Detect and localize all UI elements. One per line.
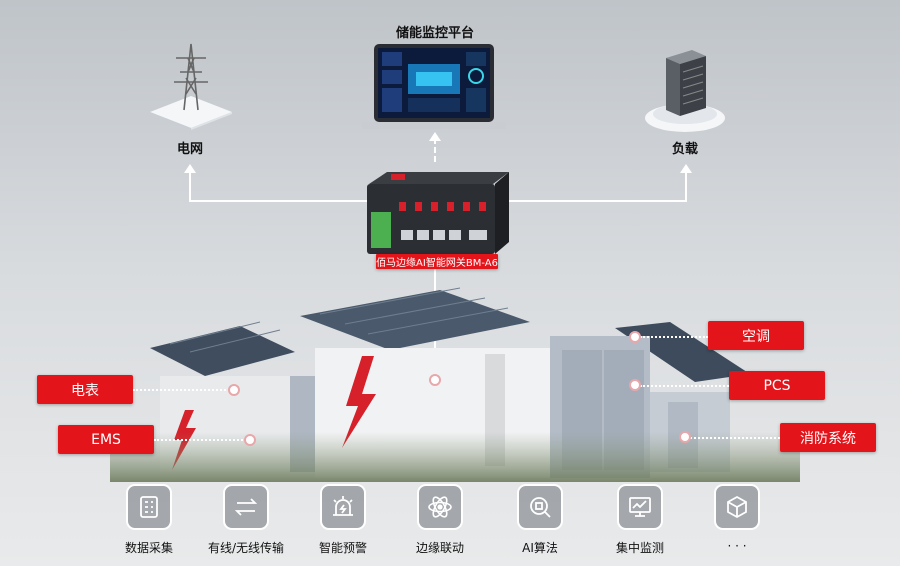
server-illustration xyxy=(640,44,730,136)
energy-storage-scene xyxy=(110,282,800,482)
feature-data-collect[interactable]: 数据采集 xyxy=(104,484,194,556)
ems-callout: EMS xyxy=(58,425,154,454)
feature-label: 数据采集 xyxy=(124,541,173,555)
gateway-label: 佰马边缘AI智能网关BM-A6 xyxy=(376,254,498,269)
pcs-callout: PCS xyxy=(729,371,825,400)
ac-callout: 空调 xyxy=(708,321,804,350)
load-arrow-icon xyxy=(680,164,692,173)
ac-leader-line xyxy=(640,336,708,338)
feature-alarm[interactable]: 智能预警 xyxy=(298,484,388,556)
feature-label: 边缘联动 xyxy=(415,541,464,555)
power-tower-illustration xyxy=(148,38,234,130)
load-link-line xyxy=(685,172,687,202)
laptop-illustration xyxy=(360,40,508,132)
meter-hotspot[interactable] xyxy=(228,384,240,396)
data-collect-icon xyxy=(126,484,172,530)
feature-edge-link[interactable]: 边缘联动 xyxy=(395,484,485,556)
meter-leader-line xyxy=(133,389,233,391)
feature-label: 智能预警 xyxy=(318,541,367,555)
pcs-leader-line xyxy=(640,385,729,387)
gateway-hotspot[interactable] xyxy=(429,374,441,386)
fire-system-leader-line xyxy=(690,437,780,439)
feature-label: AI算法 xyxy=(522,541,558,555)
feature-monitor[interactable]: 集中监测 xyxy=(595,484,685,556)
meter-callout: 电表 xyxy=(37,375,133,404)
feature-more[interactable]: · · · xyxy=(692,484,782,553)
feature-transfer[interactable]: 有线/无线传输 xyxy=(201,484,291,556)
load-label: 负载 xyxy=(671,142,698,157)
monitor-icon xyxy=(617,484,663,530)
alarm-icon xyxy=(320,484,366,530)
platform-arrow-icon xyxy=(429,132,441,141)
fire-system-callout: 消防系统 xyxy=(780,423,876,452)
platform-link-line xyxy=(434,138,436,162)
feature-label: 集中监测 xyxy=(615,541,664,555)
ems-hotspot[interactable] xyxy=(244,434,256,446)
ac-hotspot[interactable] xyxy=(629,331,641,343)
edge-link-icon xyxy=(417,484,463,530)
ems-leader-line xyxy=(154,439,246,441)
transfer-icon xyxy=(223,484,269,530)
feature-label: · · · xyxy=(727,539,747,553)
grid-label: 电网 xyxy=(176,142,203,157)
gateway-device xyxy=(361,168,517,256)
platform-title: 储能监控平台 xyxy=(395,26,474,41)
grid-arrow-icon xyxy=(184,164,196,173)
feature-label: 有线/无线传输 xyxy=(207,541,285,555)
ai-chip-icon xyxy=(517,484,563,530)
cube-icon xyxy=(714,484,760,530)
feature-ai[interactable]: AI算法 xyxy=(495,484,585,556)
pcs-hotspot[interactable] xyxy=(629,379,641,391)
grid-link-line xyxy=(189,172,191,202)
fire-system-hotspot[interactable] xyxy=(679,431,691,443)
